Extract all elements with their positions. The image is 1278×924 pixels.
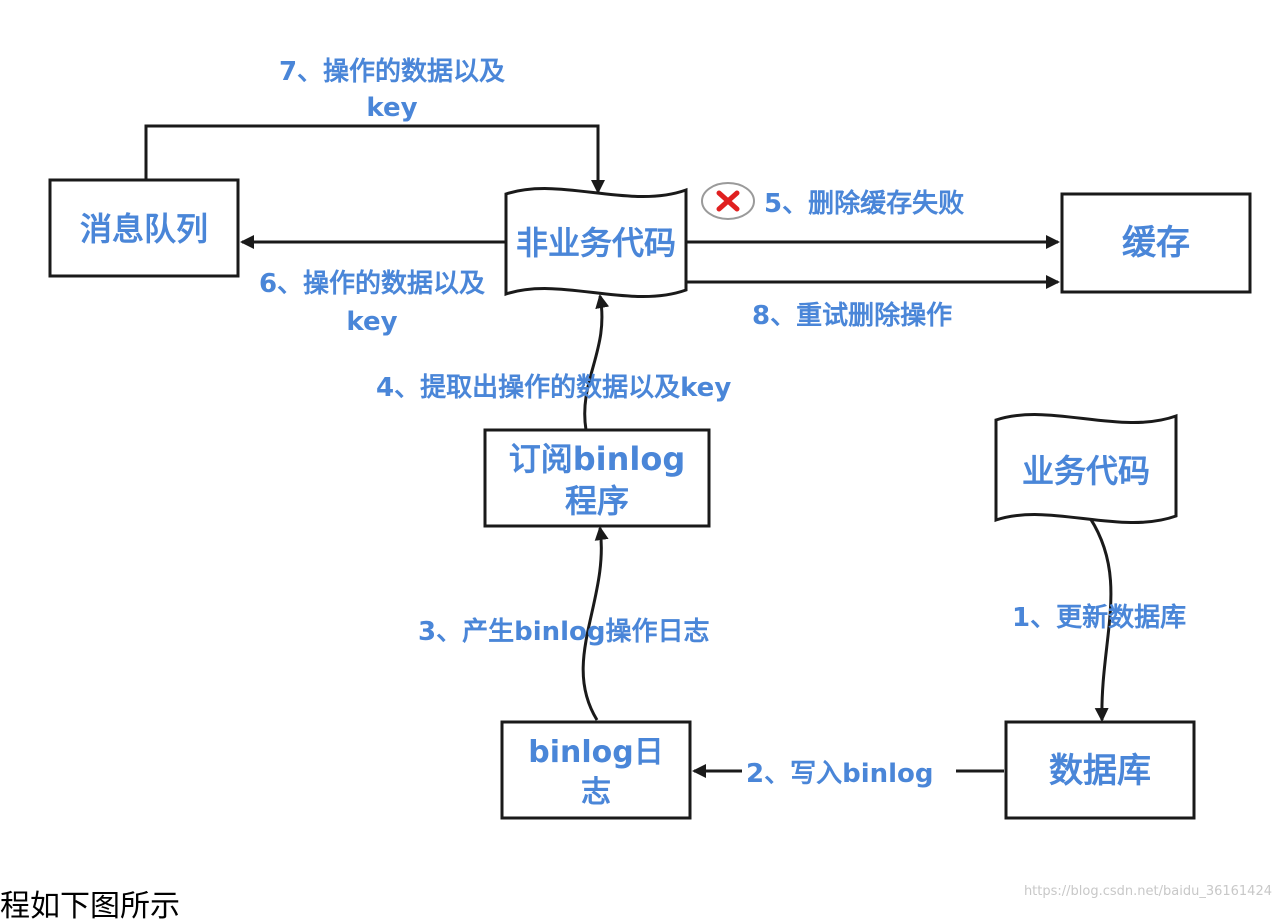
- edge-2-label-background: [742, 752, 956, 788]
- edge-1-line: [1088, 517, 1113, 722]
- edge-7-line: [144, 124, 605, 194]
- edge-3-line: [581, 526, 609, 721]
- node-binlog-log-label-line2: 志: [581, 775, 611, 810]
- node-database: [1004, 720, 1196, 820]
- edge-4-line: [583, 294, 610, 431]
- edge-5-label: 5、删除缓存失败: [764, 188, 964, 219]
- node-subscribe-binlog: [483, 428, 711, 528]
- node-non-business-code-label: 非业务代码: [516, 224, 676, 262]
- delete-failed-icon: [701, 182, 755, 220]
- edge-7-label-line2: key: [366, 93, 417, 123]
- caption-text: 程如下图所示: [0, 889, 180, 924]
- node-business-code-label: 业务代码: [1022, 452, 1150, 490]
- edge-3-label: 3、产生binlog操作日志: [418, 617, 710, 647]
- edge-6-label-line1: 6、操作的数据以及: [259, 268, 485, 299]
- node-binlog-log: [500, 720, 692, 820]
- node-message-queue: [48, 178, 240, 278]
- node-subscribe-binlog-label-line2: 程序: [565, 482, 629, 520]
- edge-7-label-line1: 7、操作的数据以及: [279, 56, 505, 87]
- edge-6-label-line2: key: [346, 307, 397, 337]
- node-message-queue-label: 消息队列: [80, 210, 208, 248]
- node-subscribe-binlog-label-line1: 订阅binlog: [509, 440, 686, 478]
- node-cache: [1060, 192, 1252, 294]
- watermark-url: https://blog.csdn.net/baidu_36161424: [1023, 884, 1272, 899]
- node-database-label: 数据库: [1049, 751, 1151, 791]
- node-cache-label: 缓存: [1122, 223, 1190, 263]
- edge-4-label: 4、提取出操作的数据以及key: [376, 372, 731, 403]
- edge-1-label: 1、更新数据库: [1012, 602, 1186, 633]
- node-binlog-log-label-line1: binlog日: [528, 735, 663, 770]
- node-business-code: [994, 413, 1178, 524]
- node-non-business-code: [504, 187, 688, 298]
- edge-2-label: 2、写入binlog: [746, 759, 934, 789]
- edge-8-label: 8、重试删除操作: [752, 300, 952, 331]
